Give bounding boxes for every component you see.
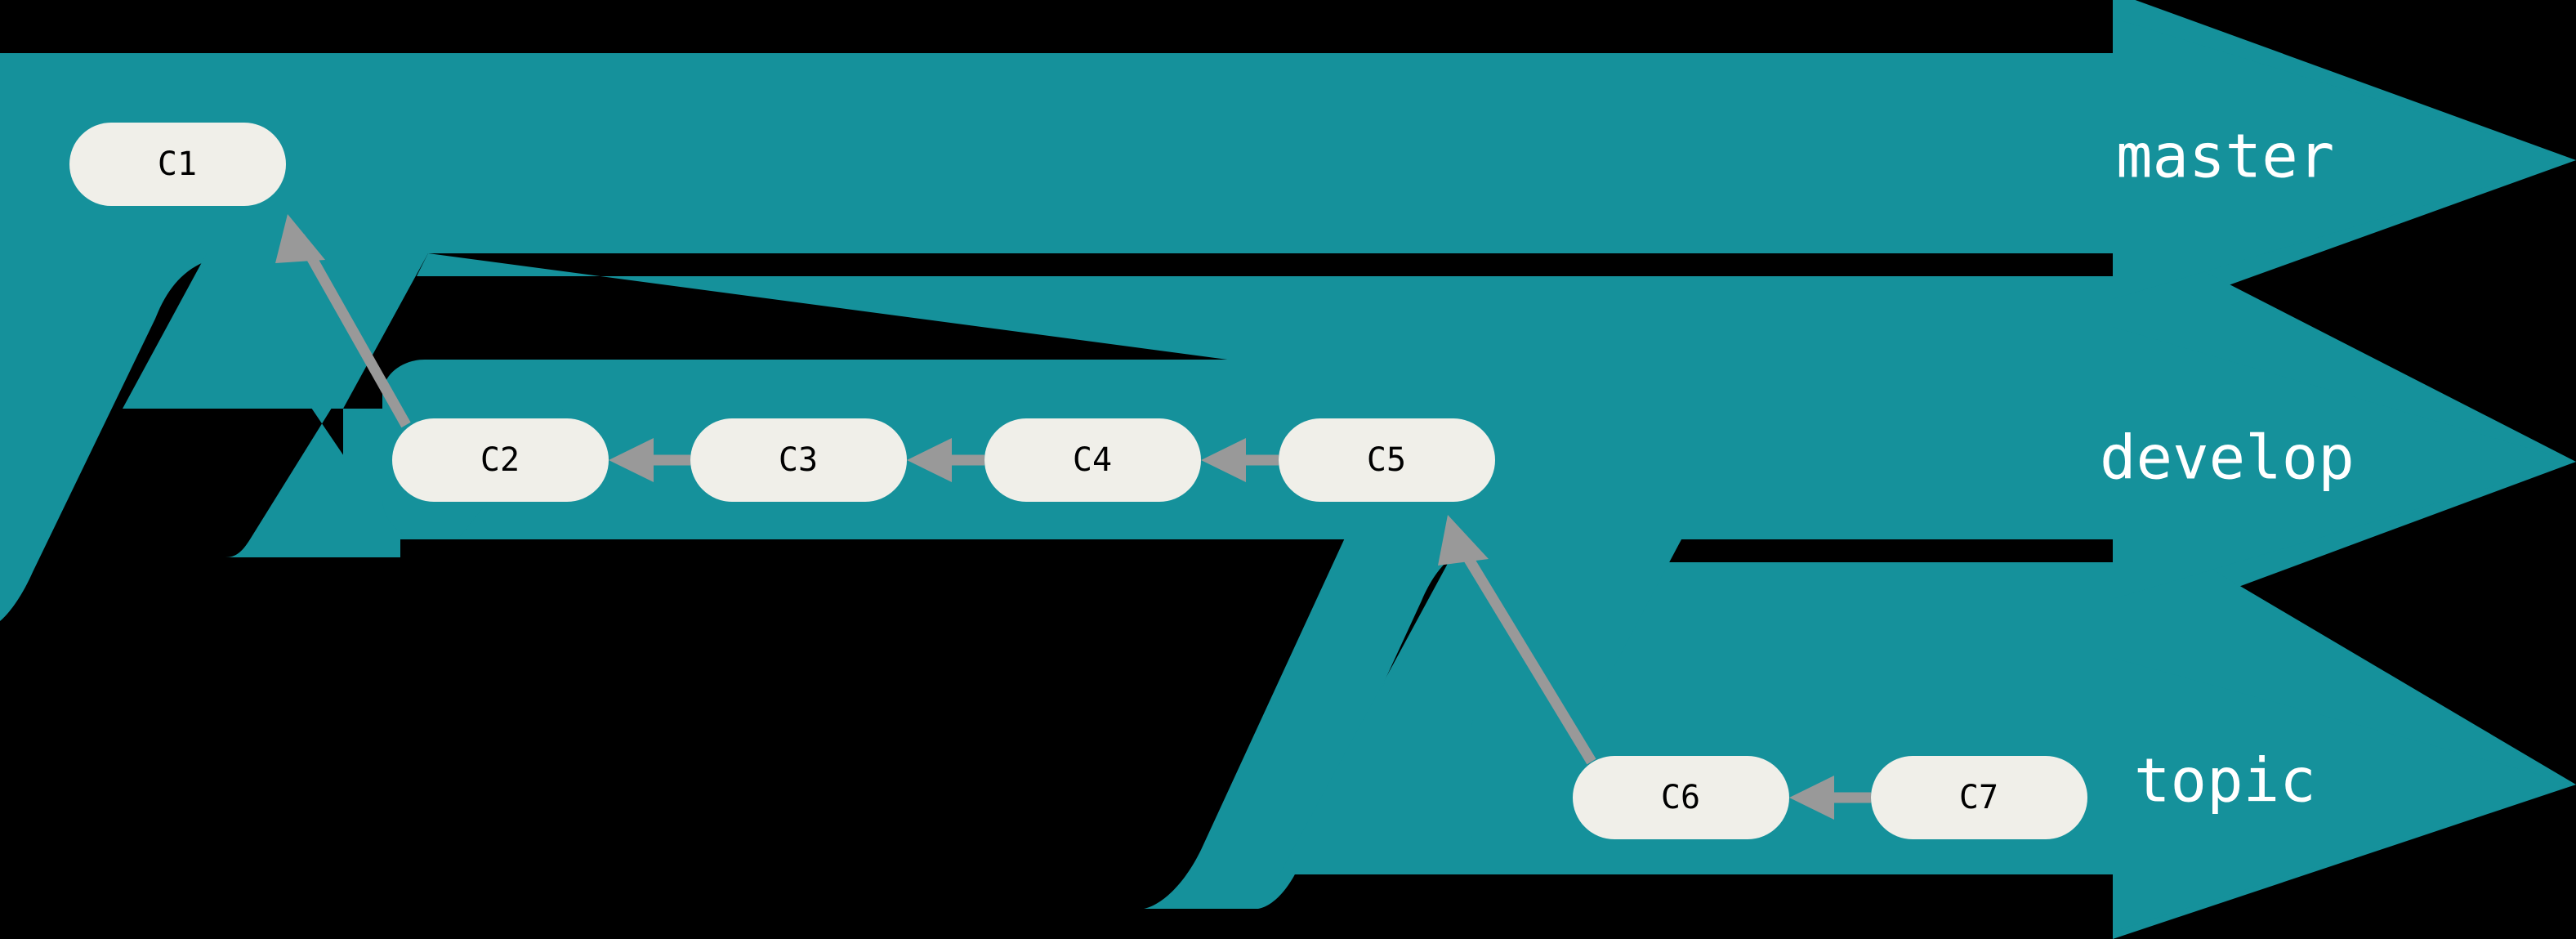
commit-node-c1-label: C1 [158, 145, 197, 183]
master-bar [0, 53, 2113, 253]
branch-label-develop: develop [2100, 423, 2355, 494]
edge-c3-to-c2-arrowhead [609, 438, 654, 482]
topic-arrowhead [2113, 658, 2576, 932]
master-arrowhead [2113, 18, 2576, 299]
edge-c7-to-c6 [1789, 776, 1871, 820]
edge-c6-to-c5-arrowhead [1438, 515, 1489, 566]
commit-node-c2-label: C2 [480, 441, 520, 479]
edge-c4-to-c3-arrowhead [907, 438, 952, 482]
develop-bar [425, 360, 2113, 539]
commit-node-c6-rect[interactable] [1573, 756, 1789, 839]
commit-node-c3[interactable]: C3 [690, 418, 907, 502]
edge-c4-to-c3 [907, 438, 984, 482]
commit-node-c3-rect[interactable] [690, 418, 907, 502]
commit-node-c1[interactable]: C1 [69, 123, 286, 206]
edge-c7-to-c6-arrowhead [1789, 776, 1834, 820]
edge-c5-to-c4 [1201, 438, 1279, 482]
develop-arrowhead [2113, 327, 2576, 599]
branch-labels-group: master develop topic [2100, 122, 2355, 816]
commit-node-c6-label: C6 [1661, 779, 1700, 816]
edge-c6-to-c5-line [1456, 543, 1596, 765]
commit-node-c4[interactable]: C4 [984, 418, 1201, 502]
commit-node-c7-rect[interactable] [1871, 756, 2087, 839]
topic-bottom-round [1471, 691, 1544, 874]
commit-node-c1-rect[interactable] [69, 123, 286, 206]
commit-nodes-group: C1 C2 C3 C4 C5 [69, 123, 2087, 839]
commit-node-c5-rect[interactable] [1279, 418, 1495, 502]
commit-node-c5[interactable]: C5 [1279, 418, 1495, 502]
commit-node-c2-rect[interactable] [392, 418, 609, 502]
branch-label-topic: topic [2134, 746, 2316, 816]
commit-node-c7[interactable]: C7 [1871, 756, 2087, 839]
commit-node-c3-label: C3 [779, 441, 818, 479]
edge-c5-to-c4-arrowhead [1201, 438, 1246, 482]
commit-edges-group [275, 214, 1871, 820]
commit-node-c4-label: C4 [1073, 441, 1112, 479]
commit-node-c5-label: C5 [1367, 441, 1406, 479]
commit-node-c2[interactable]: C2 [392, 418, 609, 502]
branch-label-master: master [2116, 122, 2334, 192]
commit-node-c6[interactable]: C6 [1573, 756, 1789, 839]
commit-node-c4-rect[interactable] [984, 418, 1201, 502]
develop-corner-left-upper [123, 253, 428, 409]
edge-c3-to-c2 [609, 438, 690, 482]
commit-node-c7-label: C7 [1959, 779, 1998, 816]
edge-c2-to-c1 [275, 214, 411, 428]
edge-c6-to-c5 [1438, 515, 1596, 765]
topic-corner-fill [1381, 539, 1681, 691]
edge-c2-to-c1-arrowhead [275, 214, 325, 263]
edge-c2-to-c1-line [295, 234, 411, 428]
